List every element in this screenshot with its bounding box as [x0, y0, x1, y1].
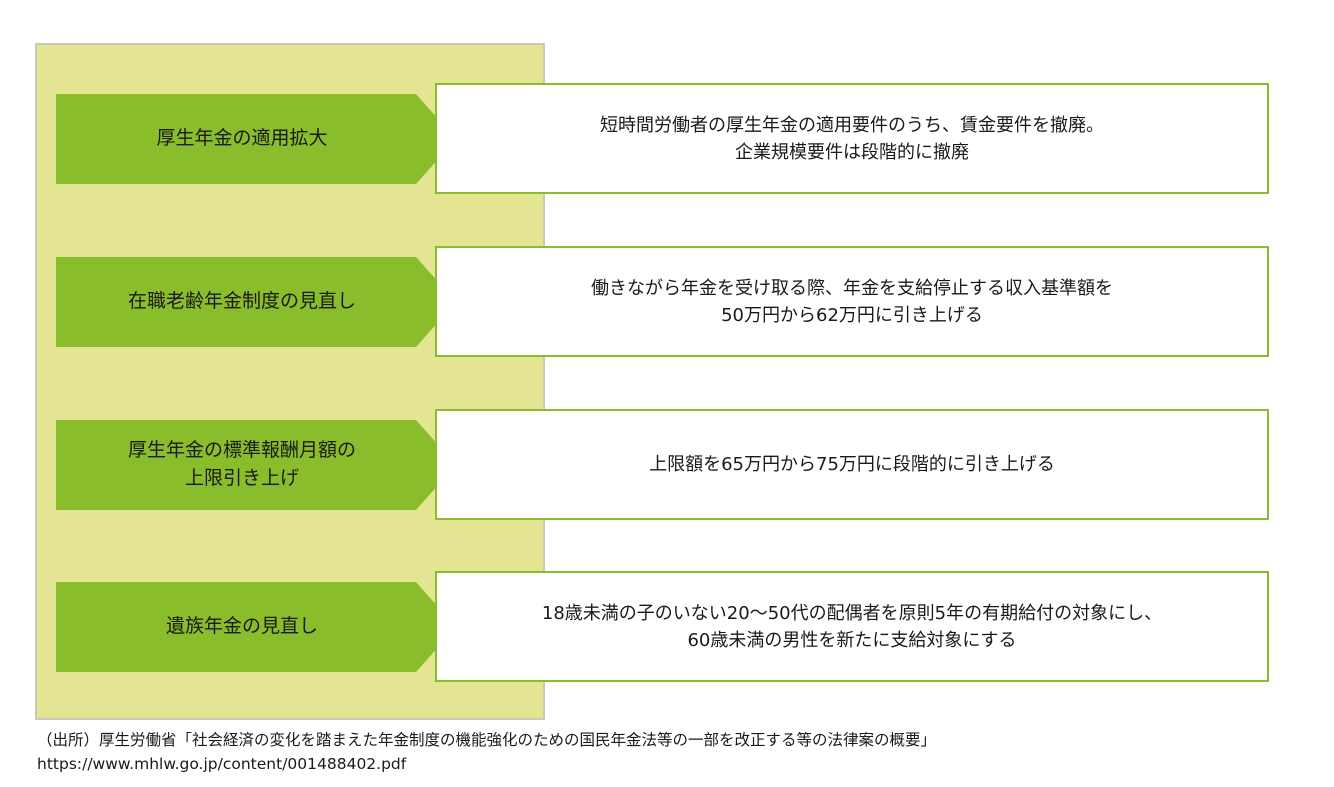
category-arrow: 遺族年金の見直し — [56, 582, 456, 672]
description-box: 上限額を65万円から75万円に段階的に引き上げる — [435, 409, 1269, 520]
description-text: 働きながら年金を受け取る際、年金を支給停止する収入基準額を 50万円から62万円… — [591, 277, 1113, 326]
category-arrow: 厚生年金の標準報酬月額の 上限引き上げ — [56, 420, 456, 510]
source-citation: （出所）厚生労働省「社会経済の変化を踏まえた年金制度の機能強化のための国民年金法… — [37, 731, 937, 749]
description-text: 18歳未満の子のいない20～50代の配偶者を原則5年の有期給付の対象にし、 60… — [541, 602, 1163, 651]
description-box: 働きながら年金を受け取る際、年金を支給停止する収入基準額を 50万円から62万円… — [435, 246, 1269, 357]
category-label: 在職老齢年金制度の見直し — [127, 290, 356, 313]
source-note: （出所）厚生労働省「社会経済の変化を踏まえた年金制度の機能強化のための国民年金法… — [37, 728, 936, 776]
description-box: 18歳未満の子のいない20～50代の配偶者を原則5年の有期給付の対象にし、 60… — [435, 571, 1269, 682]
source-url: https://www.mhlw.go.jp/content/001488402… — [37, 755, 407, 773]
category-label: 厚生年金の標準報酬月額の 上限引き上げ — [127, 439, 356, 489]
category-arrow: 在職老齢年金制度の見直し — [56, 257, 456, 347]
category-label: 遺族年金の見直し — [165, 615, 318, 638]
description-box: 短時間労働者の厚生年金の適用要件のうち、賃金要件を撤廃。 企業規模要件は段階的に… — [435, 83, 1269, 194]
description-text: 短時間労働者の厚生年金の適用要件のうち、賃金要件を撤廃。 企業規模要件は段階的に… — [600, 114, 1104, 163]
category-arrow: 厚生年金の適用拡大 — [56, 94, 456, 184]
description-text: 上限額を65万円から75万円に段階的に引き上げる — [649, 454, 1055, 475]
category-label: 厚生年金の適用拡大 — [156, 127, 328, 150]
